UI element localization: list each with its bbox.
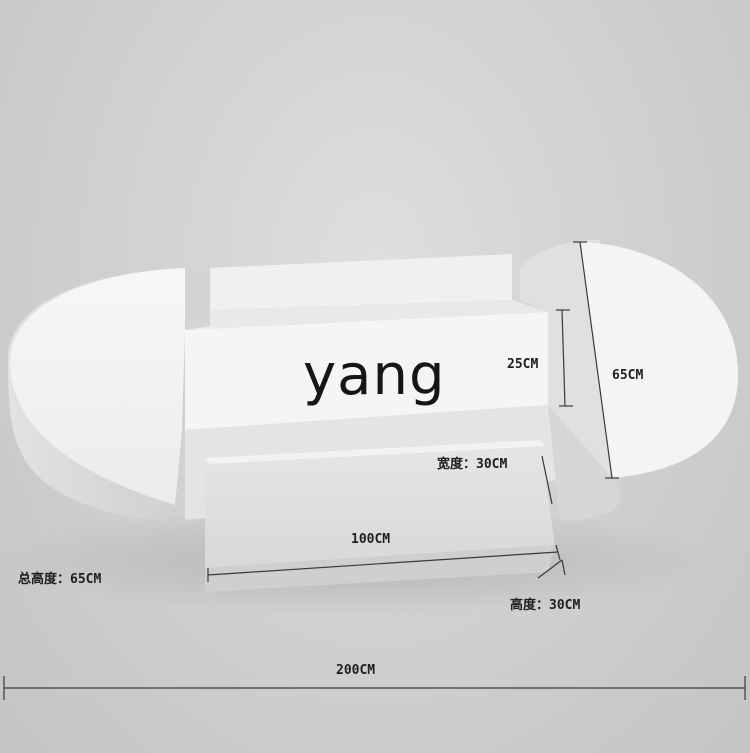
depth-upper-label: 25CM [507, 357, 539, 372]
upper-recess [185, 268, 548, 330]
drawer [205, 440, 555, 592]
dimension-lines [3, 241, 746, 700]
right-end-top [580, 242, 739, 478]
drawer-height-label: 高度：30CM [510, 598, 581, 613]
end-height-label: 65CM [612, 368, 644, 383]
upper-slab-top [185, 312, 548, 430]
drawer-length-label: 100CM [351, 532, 391, 547]
recess-edge [185, 268, 210, 330]
drawer-width-label: 宽度：30CM [437, 457, 508, 472]
total-length-label: 200CM [336, 663, 376, 678]
watermark-text: yang [303, 343, 446, 408]
total-height-label: 总高度：65CM [18, 572, 102, 587]
left-end-top [10, 268, 185, 505]
right-end-front [548, 405, 621, 520]
